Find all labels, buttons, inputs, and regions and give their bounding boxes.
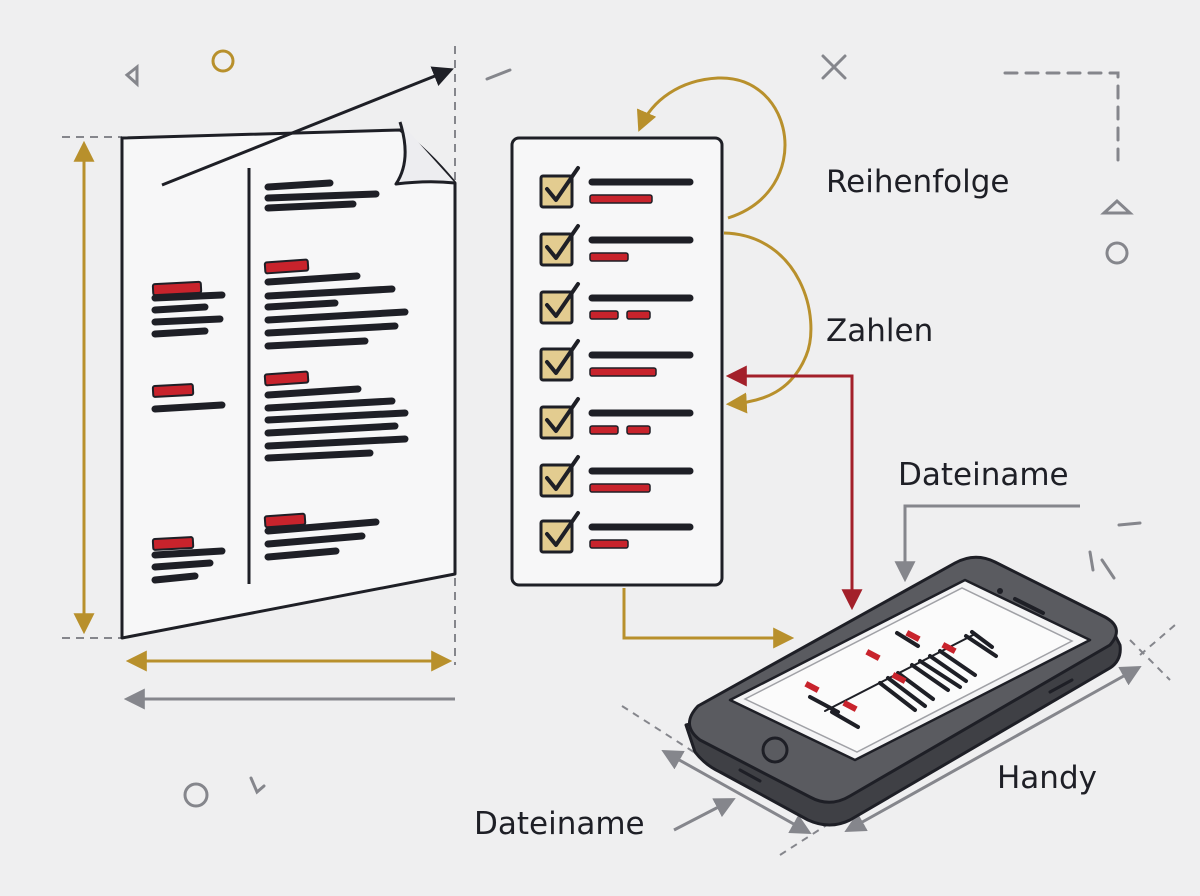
numbers-loop-arrow [723, 231, 813, 414]
phone-length-arrow [844, 665, 1142, 833]
check-deco-icon [249, 776, 266, 795]
speaker-icon [1013, 597, 1045, 615]
phone-dimensions [621, 624, 1176, 856]
checkbox-checked-icon [539, 397, 694, 440]
circle-deco-icon [1105, 241, 1129, 265]
label-filename-top: Dateiname [898, 457, 1069, 493]
checkbox-checked-icon [539, 455, 694, 498]
circle-deco-icon [211, 49, 235, 73]
document-icon [120, 66, 457, 640]
filename-top-pointer [894, 504, 1080, 583]
phone-depth-arrow [661, 749, 812, 835]
smartphone-icon [684, 555, 1122, 827]
home-button-icon [761, 736, 789, 764]
label-numbers: Zahlen [826, 313, 934, 349]
filename-bottom-pointer [673, 798, 736, 832]
checkbox-checked-icon [539, 511, 694, 554]
decorations [124, 49, 1142, 808]
cross-deco-icon [821, 54, 847, 80]
corner-dashed-deco-icon [1003, 71, 1120, 162]
checkbox-checked-icon [539, 224, 694, 267]
triangle-deco-icon [1100, 198, 1134, 215]
phone-screen-content [804, 630, 998, 729]
checkbox-checked-icon [539, 166, 694, 209]
circle-deco-icon [183, 782, 209, 808]
red-link-arrow [725, 365, 854, 605]
diagonal-arrow [161, 66, 454, 187]
label-phone: Handy [997, 760, 1097, 796]
checklist-icon [510, 136, 724, 587]
dash-deco-icon [1117, 521, 1142, 527]
triangle-deco-icon [124, 63, 139, 88]
dash-deco-icon [485, 68, 512, 81]
checklist-rows [539, 166, 694, 554]
spark-deco-icon [1088, 550, 1116, 580]
camera-icon [997, 588, 1003, 594]
label-filename-bottom: Dateiname [474, 806, 645, 842]
label-order: Reihenfolge [826, 164, 1010, 200]
checklist-to-phone-arrow [622, 588, 795, 649]
checkbox-checked-icon [539, 339, 694, 382]
checkbox-checked-icon [539, 282, 694, 325]
order-loop-arrow [636, 76, 787, 220]
